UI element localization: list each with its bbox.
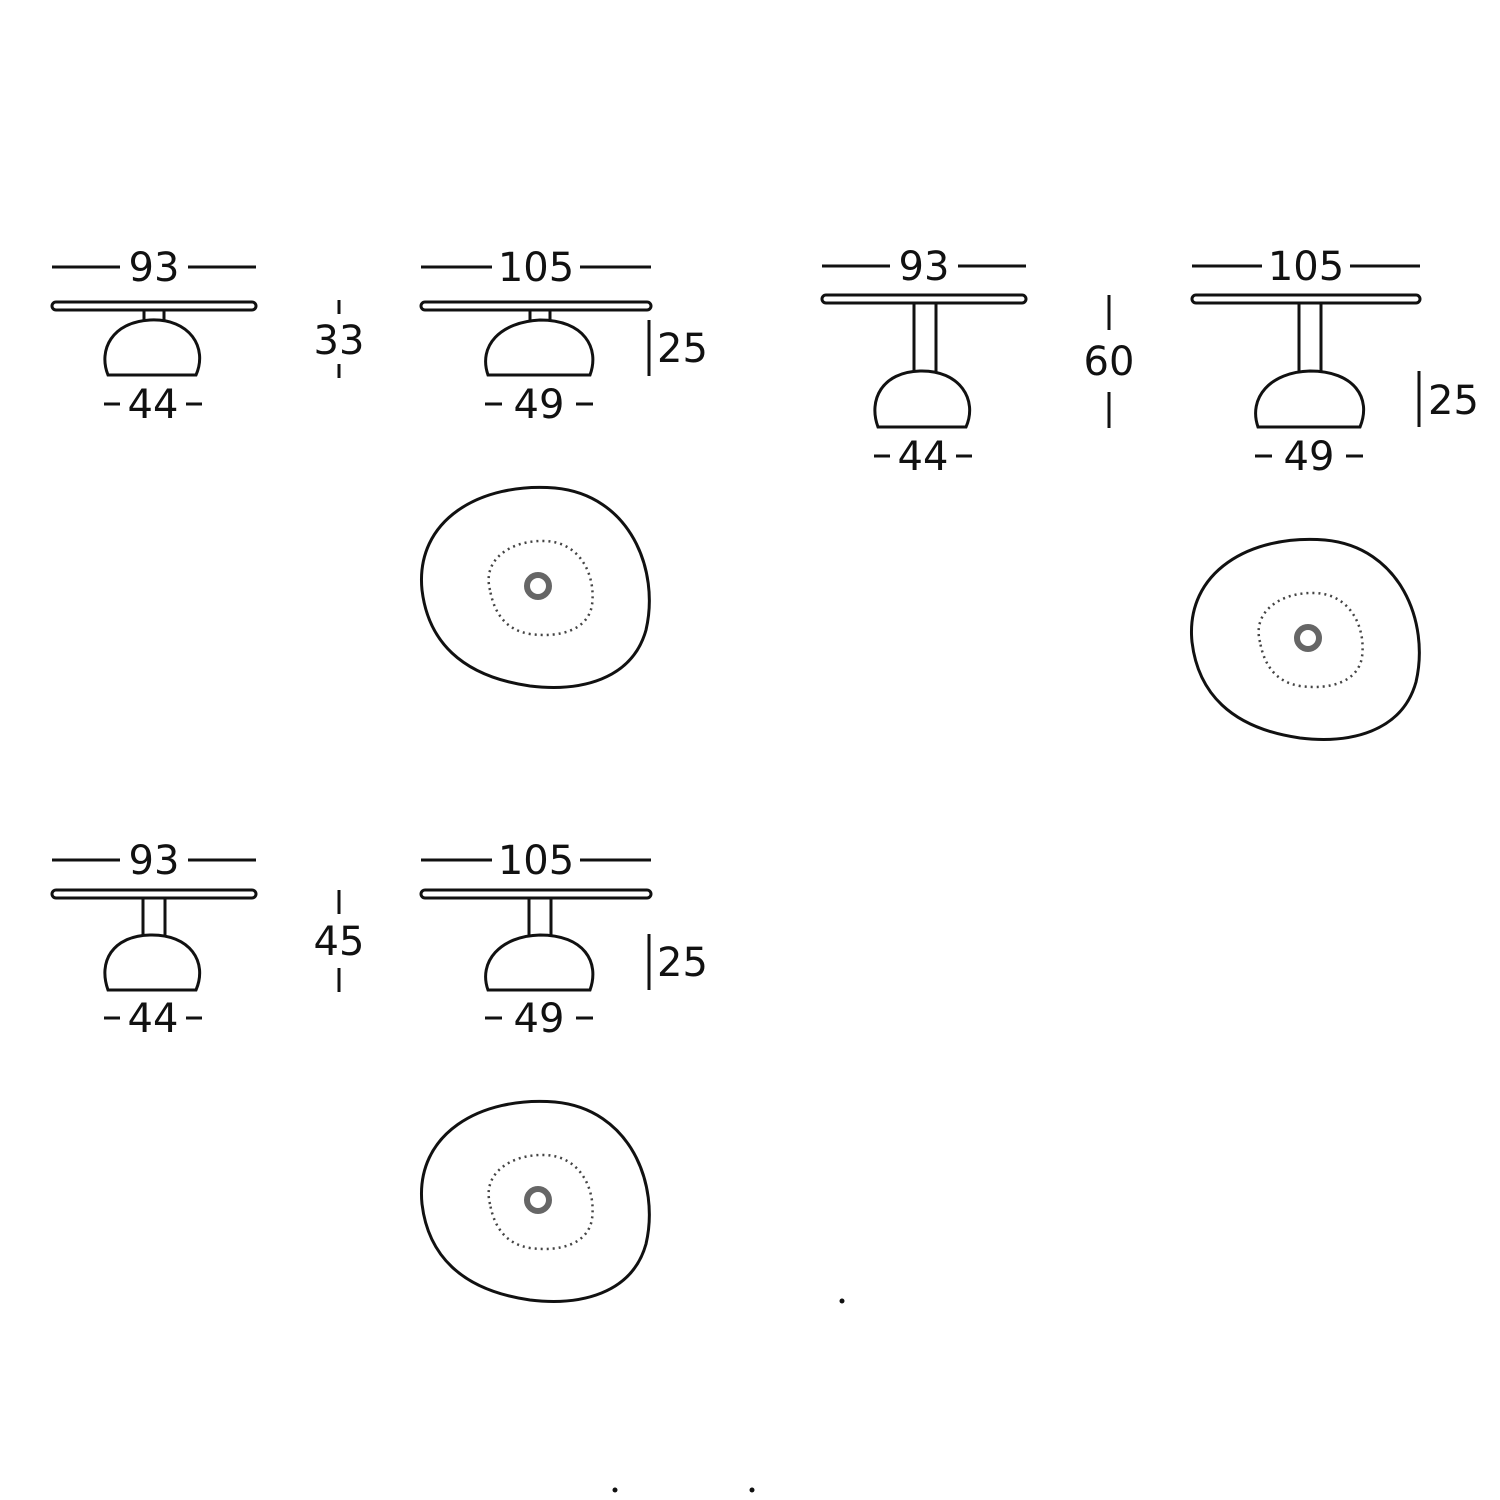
large-top-width-label: 105 [498, 245, 574, 291]
table-base [103, 933, 202, 992]
medium-plan-view [420, 1099, 651, 1303]
low-table-figure: 93 44 33 105 25 49 [50, 245, 708, 689]
tall-table-figure: 93 44 60 105 25 49 [820, 244, 1479, 741]
small-base-width-label: 44 [128, 382, 179, 428]
medium-table-figure: 93 44 45 105 25 49 [50, 838, 708, 1303]
large-base-height-label: 25 [657, 940, 708, 986]
tall-large-elevation: 105 25 49 [1190, 244, 1479, 480]
small-base-width-label: 44 [898, 434, 949, 480]
small-base-width-label: 44 [128, 996, 179, 1042]
speck [839, 1298, 845, 1304]
tall-height-dimension: 60 [1084, 295, 1135, 428]
table-base [103, 318, 202, 377]
stem-hub-circle [524, 572, 552, 600]
low-large-elevation: 105 25 49 [419, 245, 708, 428]
large-base-height-label: 25 [657, 326, 708, 372]
small-top-width-label: 93 [129, 245, 180, 291]
large-top-width-label: 105 [498, 838, 574, 884]
table-base [873, 369, 972, 429]
low-plan-view [420, 485, 651, 689]
stem-hub-circle [1294, 624, 1322, 652]
table-base [484, 933, 595, 992]
low-height-dimension: 33 [314, 300, 365, 378]
low-small-elevation: 93 44 [50, 245, 258, 428]
large-base-width-label: 49 [514, 382, 565, 428]
height-label: 60 [1084, 339, 1135, 385]
speck [612, 1487, 618, 1493]
height-label: 33 [314, 318, 365, 364]
table-stem [527, 896, 553, 940]
large-base-width-label: 49 [1284, 434, 1335, 480]
medium-height-dimension: 45 [314, 890, 365, 992]
table-base [1254, 369, 1366, 429]
table-base [484, 318, 595, 377]
table-stem [141, 896, 167, 940]
tall-small-elevation: 93 44 [820, 244, 1028, 480]
large-base-width-label: 49 [514, 996, 565, 1042]
large-base-height-label: 25 [1428, 378, 1479, 424]
medium-large-elevation: 105 25 49 [419, 838, 708, 1042]
small-top-width-label: 93 [899, 244, 950, 290]
large-top-width-label: 105 [1268, 244, 1344, 290]
table-stem [912, 301, 938, 377]
speck [749, 1487, 755, 1493]
tall-plan-view [1190, 537, 1421, 741]
stem-hub-circle [524, 1186, 552, 1214]
medium-small-elevation: 93 44 [50, 838, 258, 1042]
table-stem [1297, 301, 1323, 377]
small-top-width-label: 93 [129, 838, 180, 884]
height-label: 45 [314, 919, 365, 965]
